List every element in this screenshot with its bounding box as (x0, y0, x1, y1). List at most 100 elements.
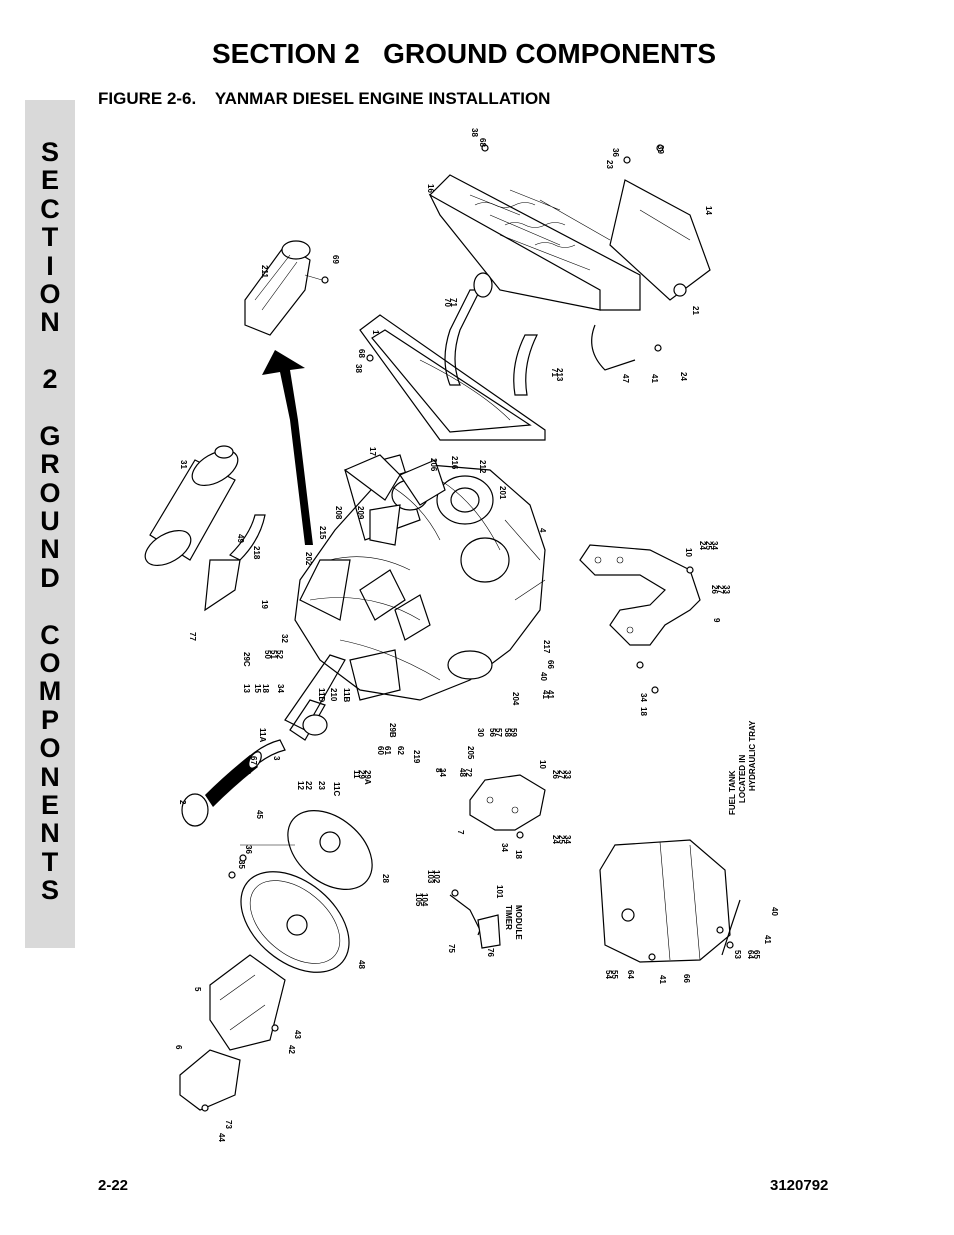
callout-number: 7 (456, 830, 465, 835)
callout-number: 1 (371, 330, 380, 335)
callout-number: 17 (368, 447, 377, 456)
callout-number: 41 (763, 935, 772, 944)
callout-number: 53 (733, 950, 742, 959)
sidebar-letter: 2 (42, 364, 58, 395)
callout-number: 101 (495, 885, 504, 899)
callout-number: 29 (357, 770, 366, 779)
callout-number: 208 (334, 506, 343, 520)
callout-number: 11C (332, 782, 341, 796)
callout-number: 24 (551, 835, 560, 844)
callout-number: 218 (252, 546, 261, 560)
callout-number: 62 (396, 746, 405, 755)
sidebar-letter: I (46, 250, 54, 281)
engine-mount-plate (469, 774, 546, 831)
callout-number: 47 (621, 374, 630, 383)
callout-number: 34 (438, 768, 447, 777)
sidebar-letter: N (40, 818, 60, 849)
callout-number: 211 (260, 265, 269, 278)
callout-number: 32 (280, 634, 289, 643)
muffler (144, 445, 266, 612)
sidebar-letter: E (40, 165, 59, 196)
callout-number: 24 (698, 541, 707, 550)
callout-number: 59 (509, 728, 518, 737)
callout-number: 66 (682, 974, 691, 983)
callout-number: 102 (432, 870, 441, 884)
callout-number: 204 (511, 692, 520, 706)
callout-number: 23 (605, 160, 614, 169)
callout-number: 71 (550, 368, 559, 377)
callout-number: 10 (538, 760, 547, 769)
callout-number: 14 (704, 206, 713, 215)
callout-number: 52 (275, 650, 284, 659)
callout-number: 65 (752, 950, 761, 959)
callout-number: 39 (656, 145, 665, 154)
callout-number: 29C (242, 652, 251, 667)
callout-number: 34 (710, 541, 719, 550)
callout-number: 34 (639, 693, 648, 702)
sidebar-letter: E (40, 789, 59, 820)
callout-number: 209 (356, 506, 365, 520)
callout-number: 202 (304, 552, 313, 566)
callout-number: 8 (434, 768, 443, 773)
figure-title: FIGURE 2-6. YANMAR DIESEL ENGINE INSTALL… (98, 89, 551, 108)
callout-number: 11D (317, 688, 326, 702)
callout-number: 36 (244, 845, 253, 854)
callout-number: 210 (329, 688, 338, 702)
callout-number: 22 (304, 781, 313, 790)
callout-number: 26 (710, 585, 719, 594)
callout-number: 73 (224, 1120, 233, 1129)
sidebar-letter: C (40, 619, 60, 650)
callout-number: 49 (236, 534, 245, 543)
callout-number: 41 (650, 374, 659, 383)
callout-number: 18 (514, 850, 523, 859)
sidebar-letter: C (40, 193, 60, 224)
sidebar-letter: O (39, 278, 61, 309)
callout-number: 45 (255, 810, 264, 819)
starter-motor (244, 240, 329, 336)
callout-number: 38 (354, 364, 363, 373)
callout-number: 11B (342, 688, 351, 702)
sidebar-letter: T (41, 222, 59, 253)
callout-number: 13 (242, 684, 251, 693)
sidebar-letter: S (40, 137, 59, 167)
fuel-tank-label: FUEL TANK (728, 770, 737, 815)
engine-mount-bracket (579, 544, 701, 646)
callout-number: 105 (414, 893, 423, 907)
callout-number: 75 (447, 944, 456, 953)
callout-number: 219 (412, 750, 421, 764)
callout-number: 61 (383, 746, 392, 755)
callout-number: 213 (555, 368, 564, 382)
callout-number: 30 (476, 728, 485, 737)
callout-number: 205 (466, 746, 475, 760)
callout-number: 201 (498, 486, 507, 500)
callout-number: 36 (611, 148, 620, 157)
callout-number: 33 (722, 585, 731, 594)
callout-number: 51 (269, 650, 278, 659)
callout-number: 216 (450, 456, 459, 470)
sidebar-letter: P (40, 704, 59, 735)
callout-number: 3 (272, 756, 281, 761)
callout-number: 41 (658, 975, 667, 984)
callout-number: 72 (464, 768, 473, 777)
engine-block (294, 454, 546, 701)
callout-number: 23 (317, 781, 326, 790)
callout-number: 29B (388, 723, 397, 738)
section-title: SECTION 2 GROUND COMPONENTS (212, 38, 717, 69)
callout-number: 40 (770, 907, 779, 916)
callout-number: 57 (494, 728, 503, 737)
callout-number: 5 (193, 987, 202, 992)
sidebar-letter: U (40, 506, 60, 537)
callout-number: 50 (263, 650, 272, 659)
sidebar-letter: O (39, 648, 61, 679)
callout-number: 26 (551, 770, 560, 779)
callout-number: 206 (429, 458, 438, 472)
radiator-shroud (609, 179, 711, 301)
callout-number: 43 (293, 1030, 302, 1039)
sidebar-letter: T (41, 846, 59, 877)
callout-number: 66 (546, 660, 555, 669)
sidebar-letter: G (39, 420, 61, 451)
callout-number: 215 (318, 526, 327, 540)
callout-number: 54 (604, 970, 613, 979)
